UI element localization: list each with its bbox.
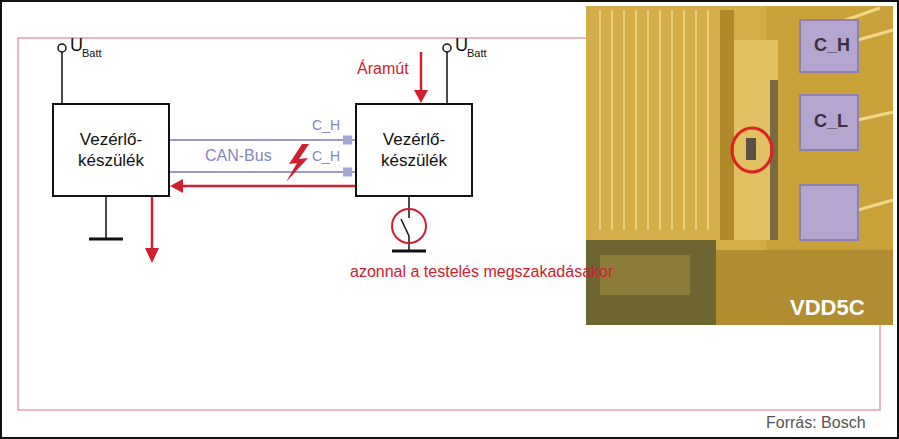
supply-wire: [446, 52, 448, 103]
ground-symbol: [89, 238, 123, 241]
terminal: [443, 44, 451, 52]
ground-symbol: [392, 250, 426, 253]
bond-pad: [800, 185, 858, 240]
bond-pad: [800, 20, 858, 72]
can-bus-line: [170, 172, 355, 173]
connector-line: [170, 139, 355, 141]
supply-wire: [61, 52, 63, 103]
signal-name: C_H: [312, 118, 340, 133]
note: azonnal a testelés megszakadásakor: [350, 263, 613, 281]
pin-name: C_H: [814, 36, 850, 56]
arrow-head: [145, 248, 159, 263]
current-path: [151, 197, 154, 250]
current-label: Áramút: [357, 60, 409, 78]
pin-marker: [343, 168, 352, 177]
can-bus-line: [170, 140, 355, 141]
pin-marker: [343, 136, 352, 145]
chip-region: [716, 250, 893, 325]
ground-wire: [105, 197, 107, 238]
chip-region: [600, 255, 690, 295]
highlight-circle: [732, 128, 772, 172]
switch-gap: [402, 218, 416, 236]
current-path: [420, 52, 423, 92]
connector-line: [170, 171, 355, 173]
fault-lightning: [286, 144, 309, 182]
arrow-head: [170, 179, 183, 193]
bond-pad: [800, 95, 858, 150]
control-unit-box: Vezérlő- készülék: [52, 103, 170, 197]
frame: [18, 38, 880, 410]
source-note: Forrás: Bosch: [766, 414, 866, 432]
supply-subscript: Batt: [467, 47, 487, 59]
bus-label: CAN-Bus: [205, 147, 272, 165]
signal-name: C_H: [312, 149, 340, 164]
metal-trace: [720, 10, 734, 240]
supply-label: U: [70, 36, 83, 56]
pin-name: C_L: [814, 112, 848, 132]
photo-ground: [586, 6, 893, 325]
chip-region: [586, 240, 716, 325]
control-unit-box: Vezérlő- készülék: [355, 103, 473, 197]
terminal: [58, 44, 66, 52]
current-path: [170, 179, 355, 193]
box-text: Vezérlő- készülék: [357, 129, 471, 171]
supply-label: U: [455, 36, 468, 56]
chip-stripes: [600, 10, 708, 230]
pin-name: VDD5C: [790, 296, 865, 320]
supply-subscript: Batt: [82, 47, 102, 59]
connector-line: [180, 185, 355, 188]
arrow-head: [414, 90, 428, 103]
defect-spot: [746, 138, 756, 160]
highlight-circle: [392, 209, 426, 243]
box-text: Vezérlő- készülék: [54, 129, 168, 171]
switch-symbol: [401, 219, 409, 236]
